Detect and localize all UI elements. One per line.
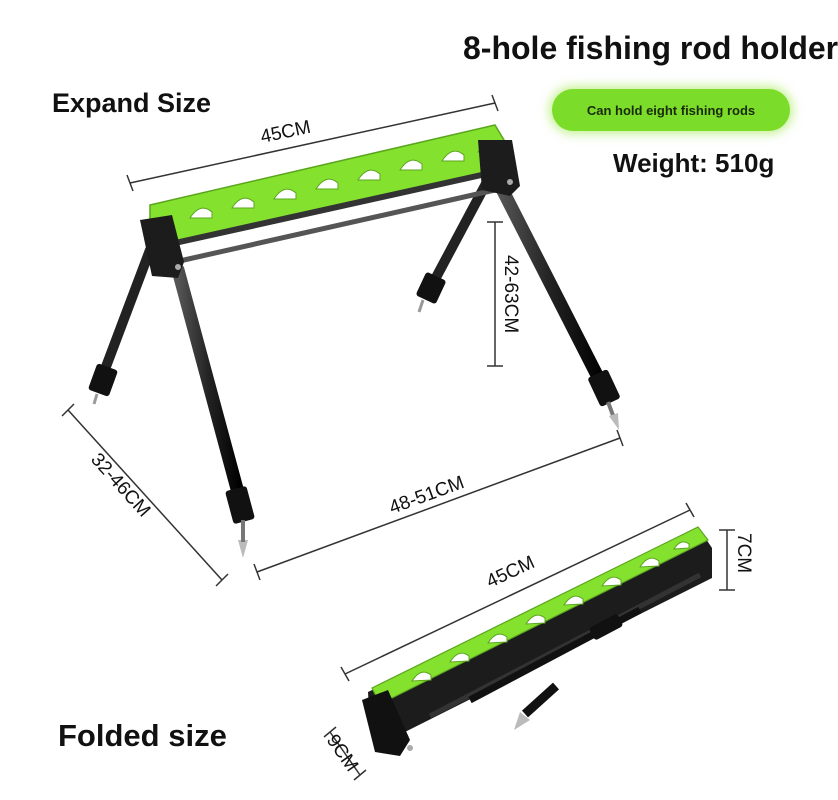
expand-size-label: Expand Size <box>52 88 212 118</box>
dim-expanded-width: 45CM <box>259 117 313 148</box>
weight-label: Weight: 510g <box>613 148 775 178</box>
product-illustration: 45CM 42-63CM 32-46CM 48-51CM 45CM 7CM 9C… <box>61 94 754 781</box>
dimension-lines <box>61 94 735 781</box>
folded-size-label: Folded size <box>58 718 227 753</box>
product-title: 8-hole fishing rod holder <box>463 30 838 66</box>
expanded-holder-image <box>88 124 620 558</box>
dim-expanded-depth: 32-46CM <box>86 449 154 521</box>
capacity-badge-text: Can hold eight fishing rods <box>586 102 756 118</box>
dim-expanded-height: 42-63CM <box>500 255 521 333</box>
dim-expanded-leg-span: 48-51CM <box>387 472 468 518</box>
folded-holder-image <box>362 526 712 756</box>
capacity-badge: Can hold eight fishing rods <box>552 89 790 131</box>
dim-folded-height: 7CM <box>733 533 754 573</box>
